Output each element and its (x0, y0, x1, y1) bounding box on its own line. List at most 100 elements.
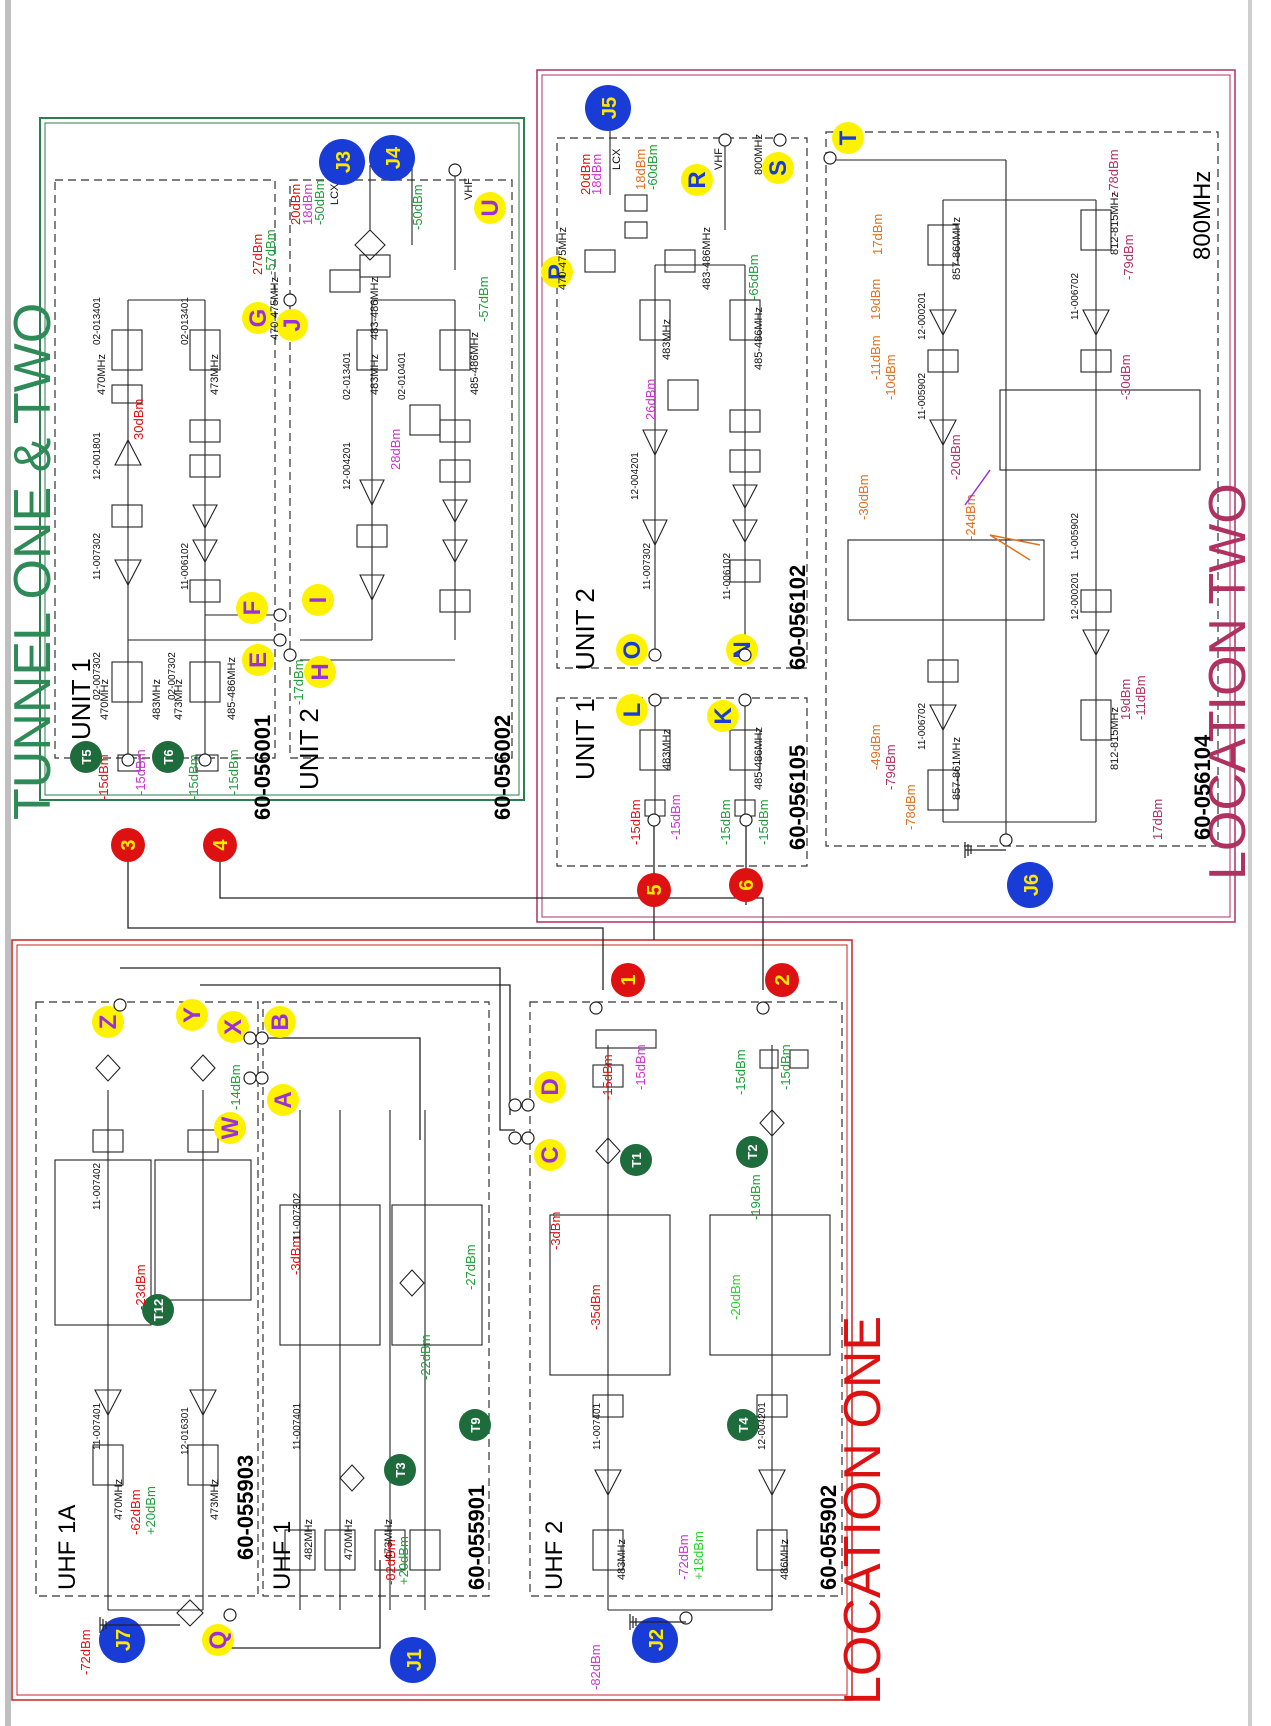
connector[interactable] (738, 648, 752, 662)
level-l2-f: 18dBm (589, 154, 604, 195)
tunnel-frame (39, 117, 525, 801)
level-t-f: -57dBm (263, 229, 278, 275)
model-005902: 11-005902 (917, 372, 928, 420)
level-l2-a: -15dBm (628, 799, 643, 845)
location-two-region (536, 69, 1236, 923)
connector[interactable] (679, 1611, 693, 1625)
level-l1-p: -62dBm (128, 1489, 143, 1535)
svg-text:O: O (619, 641, 646, 660)
connector[interactable] (521, 1131, 535, 1145)
connector[interactable] (273, 608, 287, 622)
part-vhf-l2: VHF (713, 148, 725, 170)
connector[interactable] (648, 648, 662, 662)
level-l1-a: -15dBm (600, 1054, 615, 1100)
part-470-l1: 470MHz (113, 1479, 125, 1520)
connector[interactable] (243, 1071, 257, 1085)
port-J4[interactable]: J4 (369, 135, 415, 181)
connector[interactable] (448, 163, 462, 177)
connector[interactable] (283, 648, 297, 662)
svg-text:6: 6 (736, 879, 758, 890)
svg-text:T6: T6 (161, 749, 176, 764)
loc2-unit1-box (556, 697, 808, 867)
level-l1-b: -15dBm (633, 1044, 648, 1090)
level-l1-o: -23dBm (133, 1264, 148, 1310)
svg-text:T: T (835, 130, 862, 145)
level-l2-b: -15dBm (668, 794, 683, 840)
tag-T4: T4 (727, 1409, 759, 1441)
label-uhf1-num: 60-055901 (464, 1485, 489, 1590)
model-010401-t2: 02-010401 (397, 352, 408, 400)
connector[interactable] (223, 1608, 237, 1622)
level-t-n: -50dBm (410, 184, 425, 230)
loc1-chains (54, 1029, 831, 1627)
connector[interactable] (283, 293, 297, 307)
connector[interactable] (756, 1001, 770, 1015)
model-000201-b: 12-000201 (1070, 572, 1081, 620)
part-470b-l2: 470-475MHz (557, 227, 569, 290)
connector[interactable] (255, 1071, 269, 1085)
connector[interactable] (121, 753, 135, 767)
svg-text:T5: T5 (79, 749, 94, 764)
port-J7[interactable]: J7 (99, 1617, 145, 1663)
connector[interactable] (273, 633, 287, 647)
cable-q (230, 1560, 381, 1649)
level-t-d: -15dBm (226, 749, 241, 795)
label-tunnel-num2: 60-056002 (490, 715, 515, 820)
model-013401-b: 02-013401 (180, 297, 191, 345)
connector[interactable] (113, 998, 127, 1012)
connector[interactable] (521, 1098, 535, 1112)
t-tags: T5 T6 T1 T2 T3 T4 T9 T12 (70, 741, 768, 1486)
connector[interactable] (508, 1098, 522, 1112)
level-l1-j: +18dBm (691, 1531, 706, 1580)
level-l2-u: -79dBm (1121, 234, 1136, 280)
label-tunnel-num1: 60-056001 (250, 715, 275, 820)
connector[interactable] (823, 151, 837, 165)
tunnel-unit1-box (54, 179, 276, 759)
label-loc2-num1: 60-056105 (785, 745, 810, 850)
connector[interactable] (773, 133, 787, 147)
level-l1-c: -15dBm (733, 1049, 748, 1095)
connector[interactable] (999, 833, 1013, 847)
model-007302-b: 02-007302 (167, 652, 178, 700)
port-J1[interactable]: J1 (390, 1637, 436, 1683)
connector[interactable] (589, 1001, 603, 1015)
port-J3[interactable]: J3 (319, 139, 365, 185)
letter-markers: F E G J I H U P R S T O N L K Z Y X B W … (92, 122, 864, 1656)
red-nodes: 3 4 5 6 1 2 (111, 828, 799, 997)
tag-T5: T5 (70, 741, 102, 773)
port-J5[interactable]: J5 (585, 85, 631, 131)
marker-D: D (534, 1071, 566, 1103)
level-l2-h: -60dBm (645, 144, 660, 190)
svg-text:J1: J1 (404, 1649, 426, 1671)
connector[interactable] (739, 813, 753, 827)
port-J2[interactable]: J2 (632, 1617, 678, 1663)
connector[interactable] (738, 693, 752, 707)
port-J6[interactable]: J6 (1007, 862, 1053, 908)
level-l1-m: -27dBm (463, 1244, 478, 1290)
node-1: 1 (611, 963, 645, 997)
title-tunnel: TUNNEL ONE & TWO (4, 303, 62, 820)
svg-text:D: D (537, 1078, 564, 1095)
level-l1-f: -3dBm (548, 1212, 563, 1250)
part-470b: 470-475MHz (269, 277, 281, 340)
label-uhf2-num: 60-055902 (816, 1485, 841, 1590)
antenna-grounds (99, 842, 1006, 1633)
level-l1-g: -35dBm (588, 1284, 603, 1330)
marker-W: W (214, 1112, 246, 1144)
connector[interactable] (243, 1031, 257, 1045)
level-l2-z: -11dBm (1133, 675, 1148, 720)
arrows-800b (964, 469, 991, 506)
connector[interactable] (648, 693, 662, 707)
model-000201: 12-000201 (917, 292, 928, 340)
connector[interactable] (647, 813, 661, 827)
level-l1-l: -14dBm (228, 1064, 243, 1110)
model-013401-a: 02-013401 (92, 297, 103, 345)
connector[interactable] (718, 133, 732, 147)
connector[interactable] (508, 1131, 522, 1145)
connector[interactable] (198, 753, 212, 767)
part-485-l2u1: 485-486MHz (753, 727, 765, 790)
connector[interactable] (255, 1031, 269, 1045)
j-ports: J3 J4 J5 J6 J1 J2 J7 (99, 85, 1053, 1683)
label-loc2-num800: 60-056104 (1190, 734, 1215, 840)
